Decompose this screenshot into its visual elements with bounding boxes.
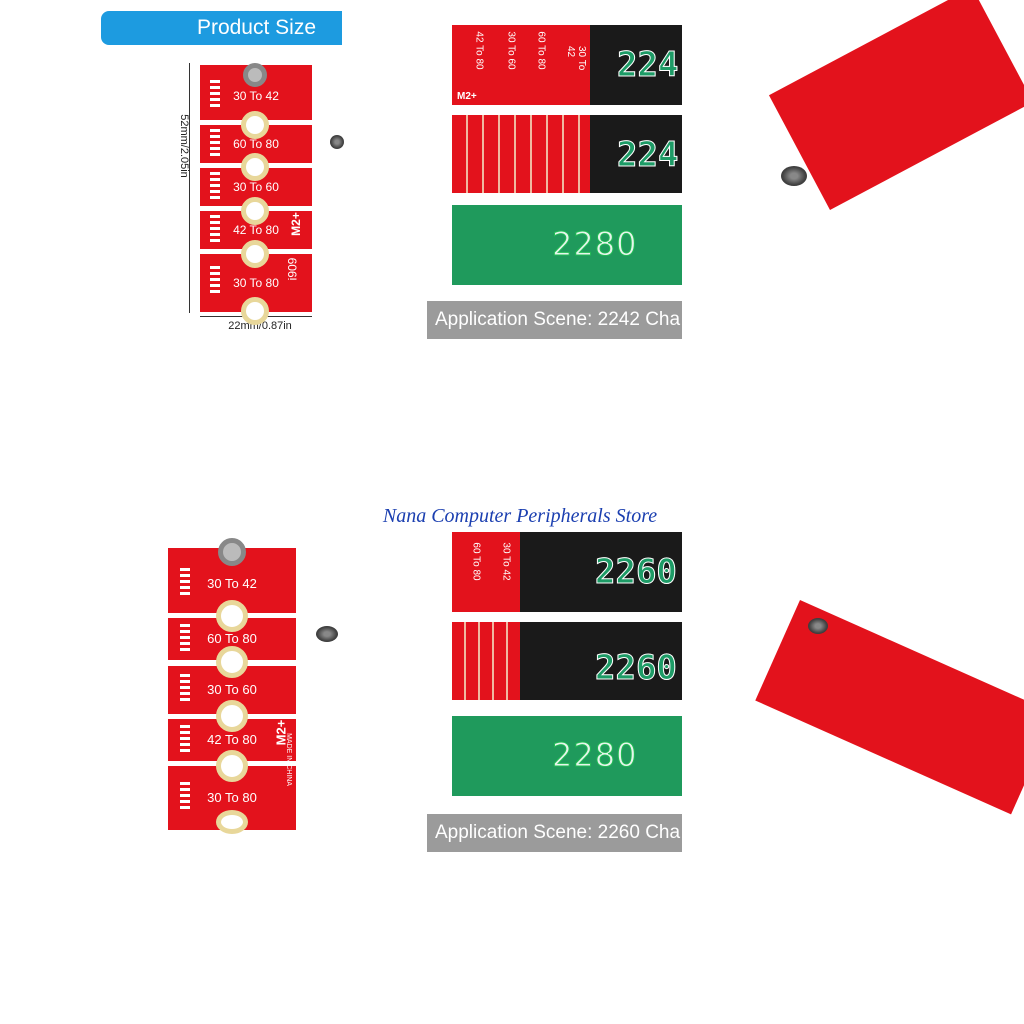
- pcb-board-bottom: 30 To 42 60 To 80 30 To 60 42 To 80 M2+ …: [168, 538, 296, 834]
- mount-hole: [216, 810, 248, 834]
- brand-mark: M2+: [457, 91, 477, 102]
- tab-label: 60 To 80: [535, 31, 547, 70]
- screw-icon: [243, 63, 267, 87]
- tab-label: 30 To 42: [565, 46, 587, 71]
- mount-hole: [216, 600, 248, 632]
- pcb-label: 30 To 42: [207, 576, 257, 591]
- ssd-size-label: 224: [616, 45, 679, 86]
- mount-hole: [241, 297, 269, 325]
- ssd-size-label: 2280: [551, 225, 638, 264]
- width-dimension-label: 22mm/0.87in: [228, 320, 292, 332]
- pcb-board-angled-bottom: [755, 600, 1024, 815]
- mount-hole: [241, 240, 269, 268]
- made-in-label: MADE IN CHINA: [285, 733, 292, 786]
- height-dimension-label: 52mm/2.05in: [178, 114, 190, 178]
- mount-hole: [216, 646, 248, 678]
- tab-label: 60 To 80: [470, 542, 482, 581]
- mount-hole: [241, 153, 269, 181]
- pcb-label: 30 To 60: [233, 180, 279, 194]
- pcb-label: 30 To 60: [207, 682, 257, 697]
- pcb-label: 30 To 80: [233, 276, 279, 290]
- screw-icon: [218, 538, 246, 566]
- store-name: Nana Computer Peripherals Store: [382, 505, 658, 527]
- mount-hole: [216, 700, 248, 732]
- pcb-label: 42 To 80: [207, 732, 257, 747]
- pcb-board-angled-top: [768, 0, 1024, 210]
- ssd-size-label: 2280: [551, 736, 638, 775]
- caption-bar: Application Scene: 2242 Cha: [427, 301, 682, 339]
- mount-hole: [241, 197, 269, 225]
- screw-icon: [808, 618, 828, 634]
- ssd-size-label: 224: [616, 135, 679, 176]
- pcb-label: 60 To 80: [207, 631, 257, 646]
- mount-hole: [241, 111, 269, 139]
- pcb-label: 42 To 80: [233, 223, 279, 237]
- application-panel-2242: 42 To 80 30 To 60 60 To 80 30 To 42 M2+ …: [427, 25, 682, 339]
- screw-icon: [330, 135, 344, 149]
- pcb-label: 30 To 42: [233, 89, 279, 103]
- pcb-board-top: 30 To 42 60 To 80 30 To 60 42 To 80 M2+ …: [200, 63, 312, 325]
- pcb-label: 60 To 80: [233, 137, 279, 151]
- screw-icon: [781, 166, 807, 186]
- ssd-size-label: 2260: [595, 552, 678, 593]
- brand-mark: M2+: [289, 212, 304, 236]
- tab-label: 30 To 42: [500, 542, 512, 581]
- application-panel-2260: 60 To 80 30 To 42 2260 2260 2280 Applica…: [427, 532, 682, 852]
- tab-label: 30 To 60: [505, 31, 517, 70]
- height-dimension-line: [189, 63, 190, 313]
- pcb-code: i909: [285, 257, 300, 281]
- caption-bar: Application Scene: 2260 Cha: [427, 814, 682, 852]
- mount-hole: [216, 750, 248, 782]
- tab-label: 42 To 80: [473, 31, 485, 70]
- ssd-size-label: 2260: [595, 648, 678, 689]
- product-size-banner: Product Size: [101, 11, 342, 45]
- screw-icon: [316, 626, 338, 642]
- pcb-label: 30 To 80: [207, 790, 257, 805]
